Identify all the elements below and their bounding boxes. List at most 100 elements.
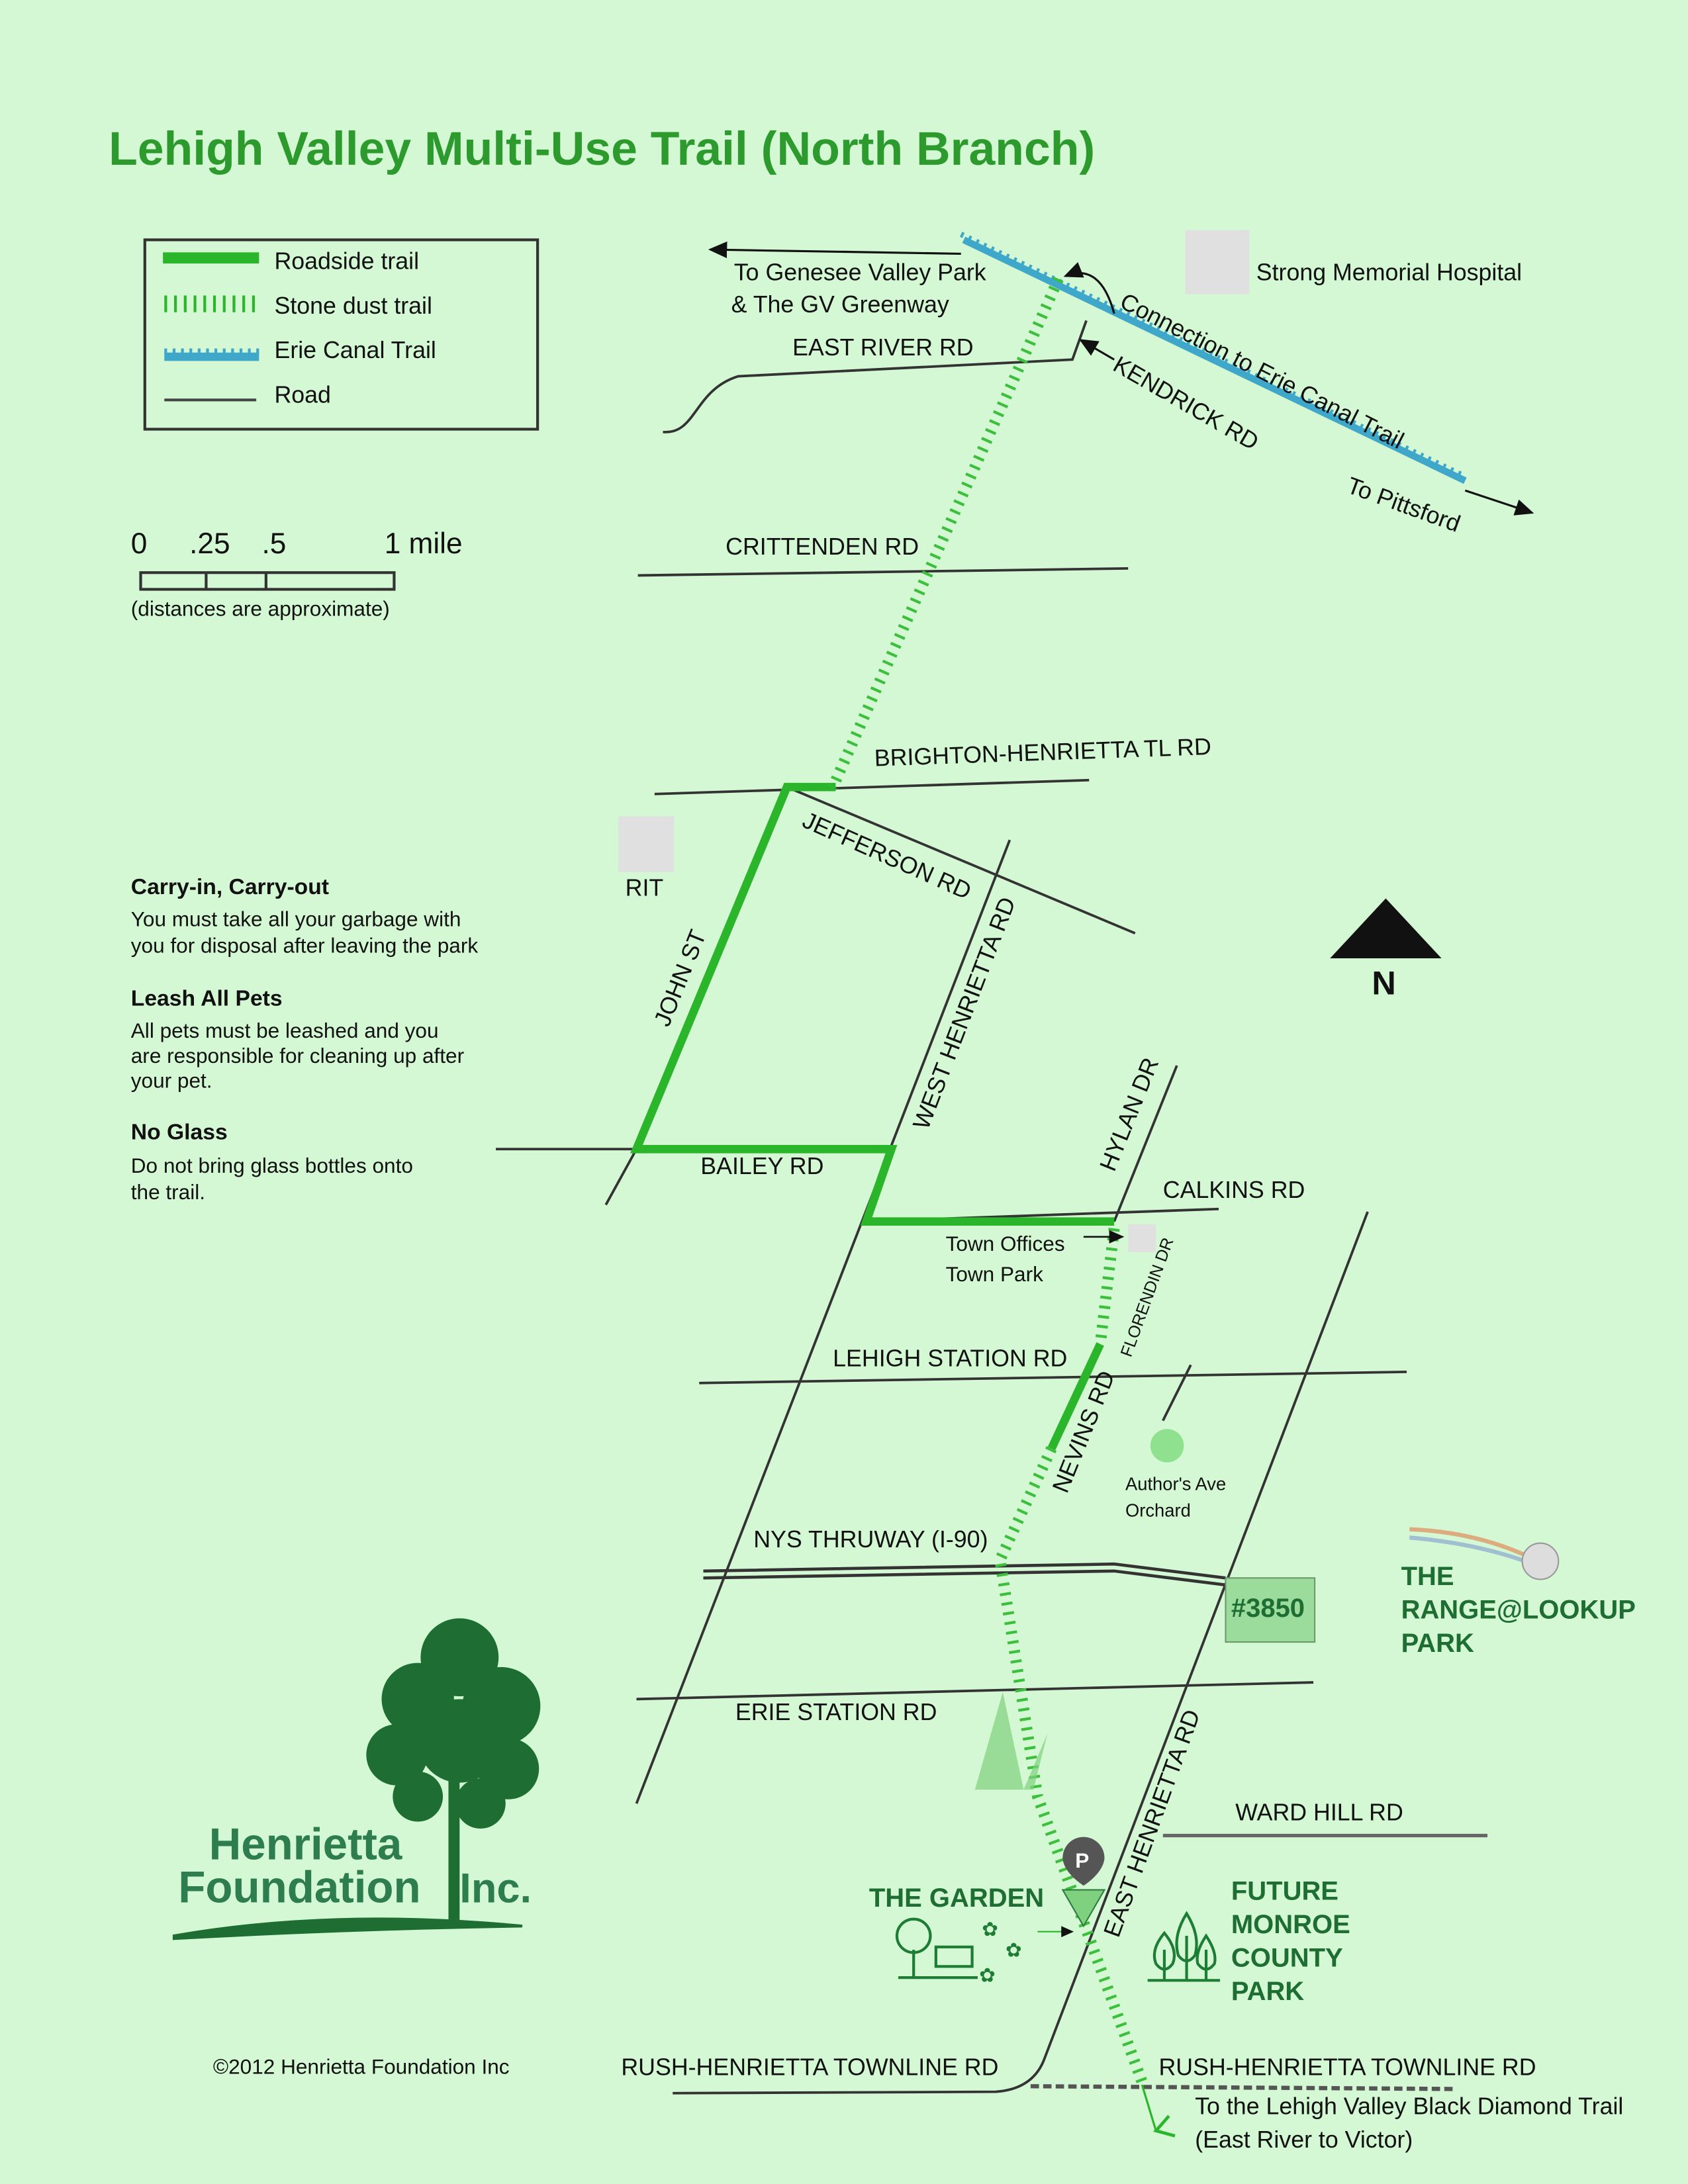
scale-tick: .5 [262, 527, 287, 560]
legend-stone-dust: Stone dust trail [274, 293, 432, 319]
hospital-marker [1185, 230, 1250, 295]
rule-text: All pets must be leashed and you [131, 1019, 439, 1042]
parking-icon: P [1061, 1837, 1106, 1928]
arrow-black-diamond [1141, 2084, 1176, 2138]
rule-text: You must take all your garbage with [131, 907, 461, 931]
label-townline-west: RUSH-HENRIETTA TOWNLINE RD [621, 2054, 998, 2080]
road-lehigh-station [699, 1371, 1407, 1385]
road-hylan [1113, 1065, 1178, 1222]
svg-text:✿: ✿ [979, 1964, 996, 1986]
road-east-river [663, 320, 1088, 433]
scale-bar: 0 .25 .5 1 mile (distances are approxima… [131, 527, 463, 621]
label-lehigh-station: LEHIGH STATION RD [833, 1345, 1067, 1371]
label-bailey: BAILEY RD [700, 1153, 823, 1179]
trees-icon [1147, 1911, 1221, 1982]
roads [496, 320, 1488, 2095]
logo-tree-icon [366, 1618, 541, 1922]
logo-line3: Inc. [459, 1866, 532, 1912]
road-labels: EAST RIVER RD KENDRICK RD CRITTENDEN RD … [621, 334, 1536, 2080]
svg-text:✿: ✿ [1006, 1940, 1022, 1962]
label-future-2: MONROE [1231, 1910, 1350, 1939]
rit-marker [618, 816, 675, 872]
scale-tick: .25 [189, 527, 230, 560]
road-crittenden [637, 567, 1129, 577]
label-future-1: FUTURE [1231, 1876, 1338, 1905]
north-arrow-icon [1330, 898, 1442, 959]
label-ward-hill: WARD HILL RD [1235, 1799, 1403, 1825]
label-hospital: Strong Memorial Hospital [1256, 259, 1522, 285]
garden-icon: ✿ ✿ ✿ [895, 1917, 1022, 1986]
road-florendin [1162, 1364, 1192, 1422]
legend-roadside: Roadside trail [274, 248, 419, 275]
orchard-marker [1150, 1429, 1184, 1463]
label-townline-east: RUSH-HENRIETTA TOWNLINE RD [1158, 2054, 1536, 2080]
label-east-henrietta: EAST HENRIETTA RD [1098, 1706, 1205, 1940]
scale-tick: 0 [131, 527, 148, 560]
label-east-river: EAST RIVER RD [792, 334, 973, 361]
arrow-connection [1063, 261, 1115, 314]
north-label: N [1372, 964, 1395, 1002]
town-offices-marker [1128, 1224, 1156, 1252]
roadside-trail-swatch [163, 252, 259, 264]
scale-note: (distances are approximate) [131, 596, 390, 620]
label-range-3: PARK [1401, 1629, 1474, 1658]
road-jefferson [786, 786, 1136, 934]
trail-marker-shape [974, 1692, 1048, 1790]
road-townline-dashed [1030, 2084, 1456, 2091]
svg-text:✿: ✿ [982, 1919, 998, 1940]
label-address: #3850 [1231, 1594, 1305, 1623]
logo-line1: Henrietta [209, 1819, 402, 1869]
rule-text: the trail. [131, 1180, 205, 1204]
label-crittenden: CRITTENDEN RD [726, 533, 919, 560]
legend: Roadside trail Stone dust trail Erie Can… [143, 238, 539, 431]
label-pittsford: To Pittsford [1344, 472, 1464, 537]
label-range-1: THE [1401, 1562, 1454, 1591]
label-garden: THE GARDEN [869, 1884, 1044, 1913]
map-title: Lehigh Valley Multi-Use Trail (North Bra… [109, 122, 1095, 175]
logo-line2: Foundation [178, 1863, 420, 1913]
arrow-pittsford [1464, 489, 1534, 516]
roadside-trail-nevins [1047, 1342, 1104, 1451]
rule-heading: No Glass [131, 1120, 228, 1145]
label-orchard-1: Author's Ave [1125, 1474, 1226, 1494]
golf-ball-icon [1409, 1527, 1560, 1580]
arrow-genesee [708, 241, 961, 259]
label-erie-station: ERIE STATION RD [735, 1699, 937, 1725]
erie-canal-trail [959, 232, 1467, 484]
label-black-diamond-1: To the Lehigh Valley Black Diamond Trail [1195, 2093, 1623, 2119]
rule-heading: Leash All Pets [131, 987, 283, 1011]
label-town-offices: Town Offices [946, 1232, 1065, 1255]
label-future-4: PARK [1231, 1977, 1304, 2006]
parking-label: P [1075, 1848, 1089, 1872]
rule-text: are responsible for cleaning up after [131, 1044, 464, 1068]
label-genesee-1: To Genesee Valley Park [734, 259, 986, 285]
label-black-diamond-2: (East River to Victor) [1195, 2126, 1413, 2153]
road-east-henrietta [673, 1211, 1369, 2095]
rule-text: you for disposal after leaving the park [131, 934, 479, 958]
rule-text: your pet. [131, 1069, 212, 1093]
address-box [1225, 1577, 1316, 1643]
arrow-kendrick [1078, 339, 1115, 361]
label-brighton: BRIGHTON-HENRIETTA TL RD [874, 733, 1211, 772]
road-erie-station [636, 1681, 1314, 1701]
label-john: JOHN ST [649, 926, 711, 1030]
label-town-park: Town Park [946, 1262, 1044, 1286]
roadside-trail-john-bailey [630, 782, 1115, 1226]
legend-road: Road [274, 382, 330, 408]
road-west-henrietta [635, 839, 1011, 1804]
label-range-2: RANGE@LOOKUP [1401, 1595, 1636, 1624]
label-west-henrietta: WEST HENRIETTA RD [908, 893, 1021, 1133]
road-john-south [604, 1148, 638, 1206]
rule-text: Do not bring glass bottles onto [131, 1154, 413, 1177]
henrietta-foundation-logo: Henrietta Foundation Inc. [172, 1618, 541, 1940]
label-rit: RIT [626, 874, 664, 901]
label-genesee-2: & The GV Greenway [731, 291, 949, 318]
label-calkins: CALKINS RD [1163, 1177, 1305, 1203]
label-future-3: COUNTY [1231, 1943, 1343, 1972]
trail-rules: Carry-in, Carry-out You must take all yo… [131, 875, 479, 1204]
label-orchard-2: Orchard [1125, 1500, 1191, 1521]
road-thruway [703, 1562, 1226, 1587]
label-florendin: FLORENDIN DR [1117, 1235, 1178, 1359]
label-thruway: NYS THRUWAY (I-90) [753, 1526, 988, 1553]
rule-heading: Carry-in, Carry-out [131, 875, 329, 899]
